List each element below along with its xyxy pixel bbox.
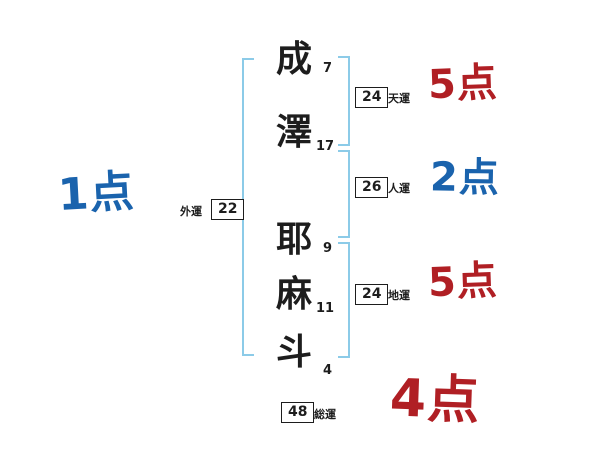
stroke-count: 9 xyxy=(323,241,333,256)
person-luck-label: 人運 xyxy=(388,182,410,195)
outer-luck-score: 1点 xyxy=(56,166,136,221)
name-char: 斗 xyxy=(276,332,313,373)
person-luck-value-box: 26 xyxy=(355,177,389,199)
person-luck-score: 2点 xyxy=(429,154,501,202)
total-luck-value-box: 48 xyxy=(281,402,315,424)
name-char: 澤 xyxy=(276,112,313,153)
name-char: 成 xyxy=(276,39,313,80)
outer-luck-label: 外運 xyxy=(180,205,202,218)
stroke-count: 17 xyxy=(316,139,335,154)
name-char: 耶 xyxy=(276,219,313,260)
outer-luck-value-box: 22 xyxy=(211,199,245,221)
earth-luck-value-box: 24 xyxy=(355,284,389,306)
earth-luck-label: 地運 xyxy=(388,289,410,302)
heaven-luck-label: 天運 xyxy=(388,92,410,105)
stroke-count: 4 xyxy=(323,363,333,378)
earth-luck-score: 5点 xyxy=(427,257,499,307)
earth-luck-bracket xyxy=(338,242,350,358)
heaven-luck-score: 5点 xyxy=(427,59,499,109)
heaven-luck-value-box: 24 xyxy=(355,87,389,109)
stroke-count: 11 xyxy=(316,301,335,316)
total-luck-label: 総運 xyxy=(314,408,336,421)
heaven-luck-bracket xyxy=(338,56,350,146)
person-luck-bracket xyxy=(338,150,350,238)
name-char: 麻 xyxy=(276,274,313,315)
total-luck-score: 4点 xyxy=(388,368,482,432)
stroke-count: 7 xyxy=(323,61,333,76)
